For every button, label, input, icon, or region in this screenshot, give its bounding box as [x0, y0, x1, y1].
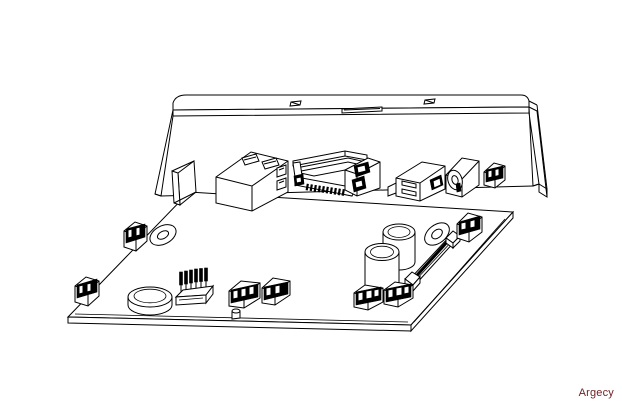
parallel-port-latch-right — [344, 157, 381, 197]
toroid-ring-right — [424, 222, 450, 246]
clip-connector-rear — [483, 162, 506, 189]
usb-port — [387, 161, 446, 202]
connector-pair-right — [353, 281, 414, 311]
parallel-port-latch-left — [292, 161, 305, 187]
connector-block-left — [171, 160, 197, 207]
toroid-ring-left — [149, 224, 177, 246]
ribbon-header-right — [404, 230, 461, 293]
connector-pair-mid — [228, 277, 291, 320]
pin-header — [174, 267, 215, 306]
bracket-tab-left — [289, 100, 302, 107]
clip-connector-left — [123, 221, 148, 252]
coin-cell-battery — [127, 286, 173, 316]
bracket-slot — [341, 106, 383, 114]
bracket-tab-right — [423, 98, 436, 105]
rj45-dual-jack — [215, 151, 289, 212]
shield-bracket — [154, 94, 548, 198]
argecy-watermark: Argecy — [578, 387, 614, 399]
clip-connector-far-left — [74, 276, 100, 307]
clip-connector-right — [456, 212, 483, 243]
power-jack — [445, 157, 480, 198]
parallel-port — [292, 150, 381, 197]
